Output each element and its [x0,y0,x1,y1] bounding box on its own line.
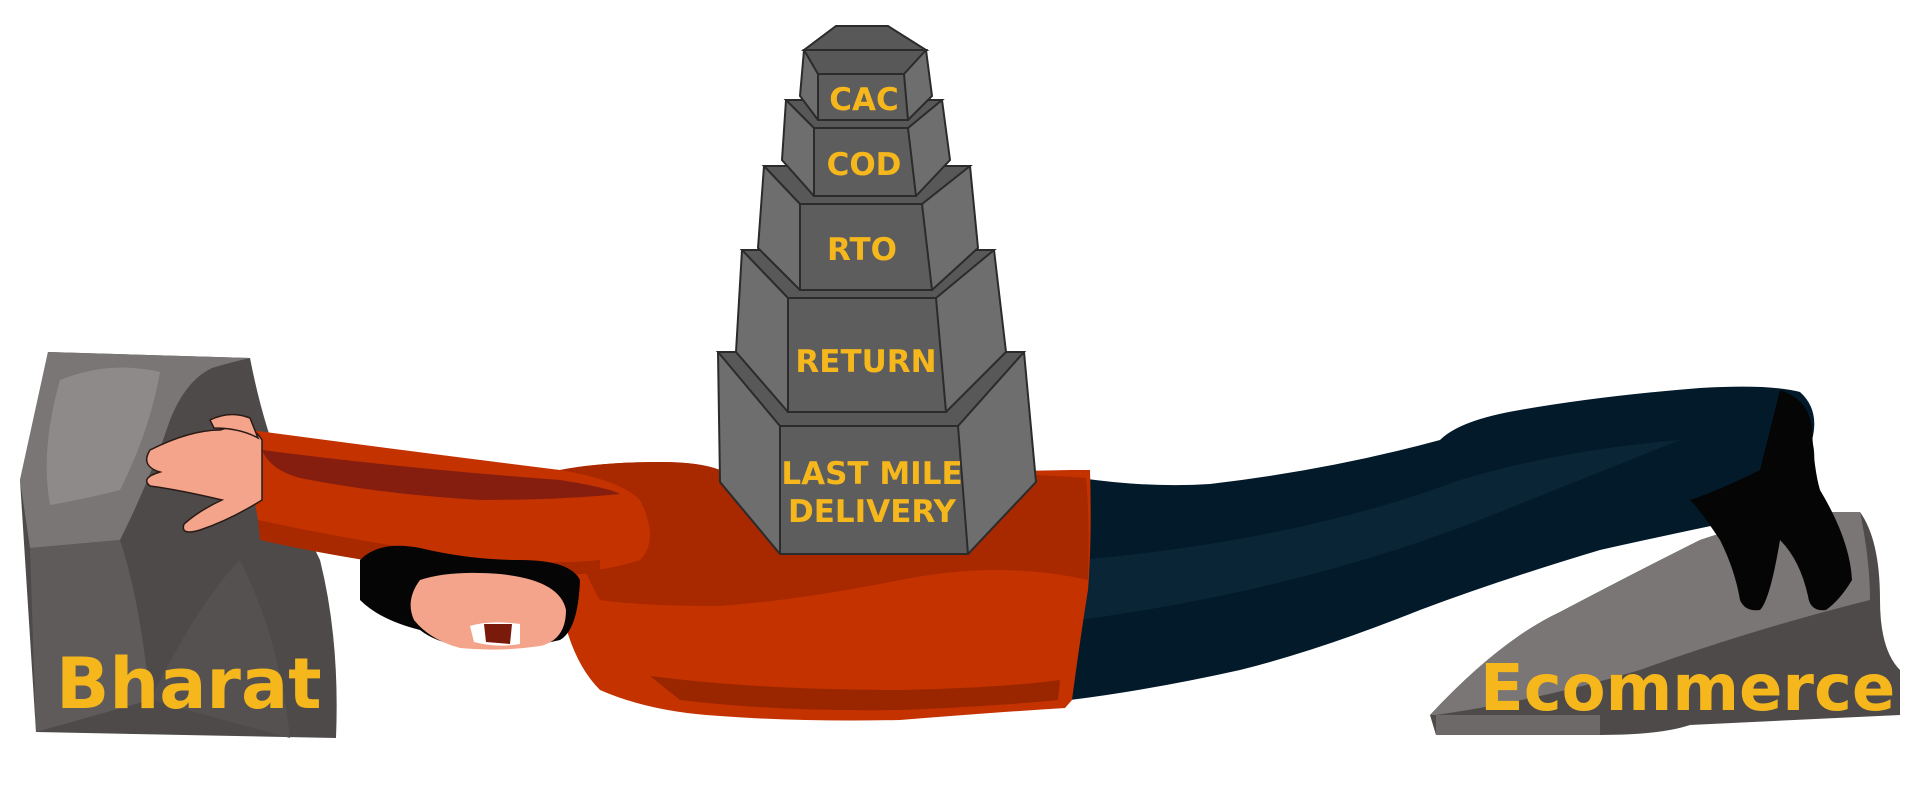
stone-stack [715,25,1038,555]
tier-4-label: RETURN [795,344,936,380]
tier-5-label-line2: DELIVERY [788,494,957,530]
tier-1-label: CAC [829,82,899,118]
tier-2-label: COD [827,147,902,183]
stack-tier-1 [798,25,934,121]
tier-5-label-line1: LAST MILE [781,456,962,492]
person-legs [1060,386,1815,700]
ecommerce-label: Ecommerce [1480,652,1895,726]
bharat-label: Bharat [56,643,322,725]
person-head [360,545,580,650]
tier-3-label: RTO [827,232,897,268]
stack-labels: CAC COD RTO RETURN LAST MILE DELIVERY [781,82,962,530]
person-hand [145,413,263,533]
person-shoes [1690,390,1852,611]
